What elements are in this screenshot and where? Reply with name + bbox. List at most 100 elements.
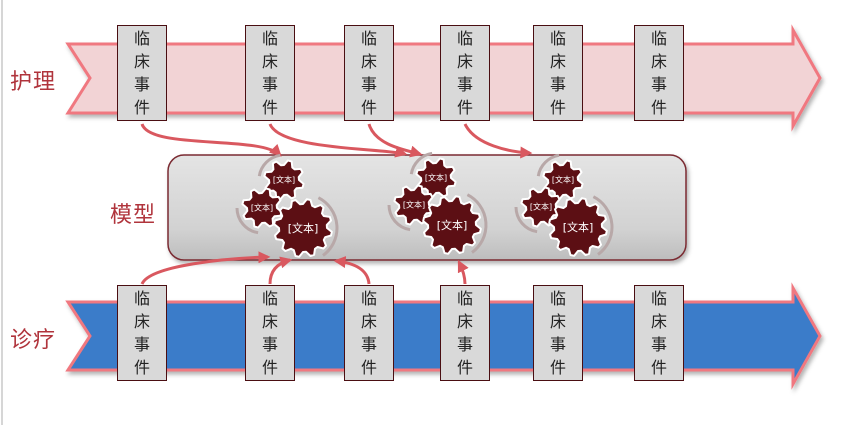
event-label-char: 件	[360, 358, 377, 377]
event-label-char: 床	[360, 52, 377, 71]
event-label-char: 床	[133, 52, 150, 71]
event-label-char: 临	[650, 289, 667, 308]
event-label-char: 件	[650, 358, 667, 377]
event-label-char: 事	[261, 335, 278, 354]
rotation-arc-icon	[466, 193, 488, 254]
model-lane-label: 模型	[110, 203, 157, 228]
connector-top-4	[463, 123, 533, 159]
diagnosis-clinical-event-1[interactable]: 临床事件	[117, 285, 167, 381]
diagnosis-clinical-event-2[interactable]: 临床事件	[245, 285, 295, 381]
gear-label: [文本]	[551, 175, 575, 185]
event-label-char: 临	[360, 29, 377, 48]
event-label-char: 床	[133, 312, 150, 331]
gear-label: [文本]	[436, 219, 468, 232]
event-label-char: 事	[133, 75, 150, 94]
nursing-clinical-event-4[interactable]: 临床事件	[440, 25, 490, 121]
event-label-char: 件	[456, 358, 473, 377]
event-label-char: 事	[261, 75, 278, 94]
gear-label: [文本]	[287, 222, 319, 235]
event-label-char: 床	[456, 312, 473, 331]
event-label-char: 床	[360, 312, 377, 331]
event-label-char: 临	[456, 289, 473, 308]
rotation-arc-icon	[409, 151, 433, 175]
rotation-arc-icon	[387, 204, 411, 232]
gear-icon	[415, 157, 457, 199]
connector-bottom-3	[333, 256, 371, 285]
gear-icon	[263, 159, 305, 201]
event-label-char: 临	[549, 289, 566, 308]
rotation-arc-icon	[257, 153, 281, 177]
event-label-char: 件	[261, 98, 278, 117]
diagnosis-lane-label: 诊疗	[10, 328, 57, 353]
event-label-char: 床	[650, 52, 667, 71]
rotation-arc-icon	[592, 195, 614, 256]
event-label-char: 件	[549, 98, 566, 117]
connector-bottom-1	[140, 251, 271, 285]
event-label-char: 件	[360, 98, 377, 117]
left-edge-rule	[1, 0, 3, 425]
connector-top-1	[140, 123, 282, 157]
event-label-char: 床	[456, 52, 473, 71]
gear-label: [文本]	[562, 221, 594, 234]
event-label-char: 床	[261, 312, 278, 331]
nursing-clinical-event-1[interactable]: 临床事件	[117, 25, 167, 121]
event-label-char: 临	[261, 289, 278, 308]
gear-cluster-2	[387, 151, 488, 255]
gear-icon	[422, 195, 482, 255]
event-label-char: 床	[549, 312, 566, 331]
event-label-char: 床	[261, 52, 278, 71]
event-label-char: 件	[133, 98, 150, 117]
event-label-char: 事	[456, 75, 473, 94]
event-label-char: 事	[360, 335, 377, 354]
rotation-arc-icon	[514, 206, 538, 234]
event-label-char: 件	[549, 358, 566, 377]
event-label-char: 事	[650, 335, 667, 354]
event-label-char: 事	[360, 75, 377, 94]
gear-icon	[548, 197, 608, 257]
event-label-char: 事	[133, 335, 150, 354]
nursing-clinical-event-6[interactable]: 临床事件	[634, 25, 684, 121]
gear-label: [文本]	[402, 200, 426, 210]
event-label-char: 临	[133, 29, 150, 48]
diagnosis-clinical-event-4[interactable]: 临床事件	[440, 285, 490, 381]
nursing-clinical-event-5[interactable]: 临床事件	[533, 25, 583, 121]
diagnosis-clinical-event-5[interactable]: 临床事件	[533, 285, 583, 381]
gear-cluster-3	[514, 153, 614, 257]
event-label-char: 件	[133, 358, 150, 377]
connector-top-3	[367, 123, 423, 158]
event-label-char: 临	[360, 289, 377, 308]
diagnosis-clinical-event-3[interactable]: 临床事件	[344, 285, 394, 381]
event-label-char: 床	[650, 312, 667, 331]
gear-label: [文本]	[424, 173, 448, 183]
event-label-char: 件	[650, 98, 667, 117]
event-label-char: 事	[549, 75, 566, 94]
event-label-char: 床	[549, 52, 566, 71]
event-label-char: 临	[133, 289, 150, 308]
gear-label: [文本]	[529, 202, 553, 212]
event-label-char: 临	[549, 29, 566, 48]
gear-label: [文本]	[272, 175, 296, 185]
event-label-char: 事	[650, 75, 667, 94]
gear-label: [文本]	[250, 203, 274, 213]
gear-icon	[241, 187, 283, 229]
event-label-char: 临	[650, 29, 667, 48]
rotation-arc-icon	[235, 207, 259, 235]
gear-icon	[273, 198, 333, 258]
event-label-char: 件	[456, 98, 473, 117]
connector-top-2	[268, 123, 408, 158]
connector-bottom-2	[268, 256, 293, 285]
gear-icon	[542, 159, 584, 201]
event-label-char: 临	[456, 29, 473, 48]
gear-cluster-1	[235, 153, 339, 258]
rotation-arc-icon	[317, 196, 339, 257]
event-label-char: 事	[456, 335, 473, 354]
connector-bottom-4	[457, 259, 469, 285]
event-label-char: 件	[261, 358, 278, 377]
event-label-char: 事	[549, 335, 566, 354]
nursing-clinical-event-2[interactable]: 临床事件	[245, 25, 295, 121]
diagnosis-clinical-event-6[interactable]: 临床事件	[634, 285, 684, 381]
rotation-arc-icon	[536, 153, 560, 177]
event-label-char: 临	[261, 29, 278, 48]
nursing-clinical-event-3[interactable]: 临床事件	[344, 25, 394, 121]
nursing-lane-label: 护理	[10, 70, 57, 95]
